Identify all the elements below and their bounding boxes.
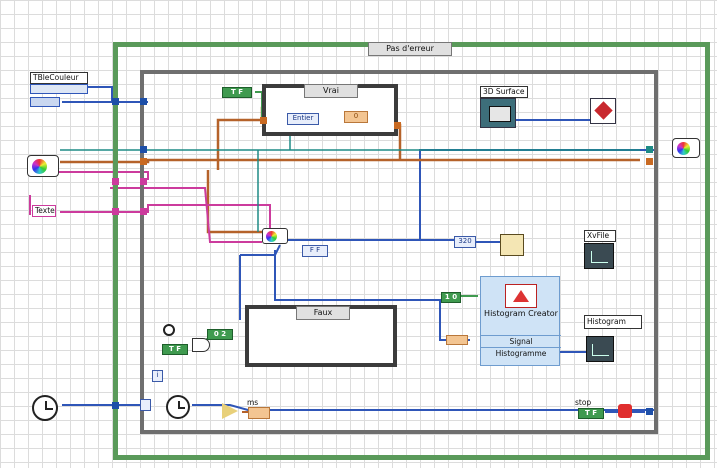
tunnel-pink-1 [140,178,147,185]
tunnel-clock [112,402,119,409]
tunnel-case-out [394,122,401,129]
case-selector-false[interactable]: Faux [296,306,350,320]
stop-label: stop [575,398,592,407]
color-node-mid[interactable] [262,228,288,244]
histogram-creator-icon [505,284,537,308]
histogramme-terminal[interactable]: Histogramme [481,347,561,359]
histogram-creator-node[interactable]: Histogram Creator Signal Histogramme [480,276,561,366]
case-selector-true[interactable]: Vrai [304,84,358,98]
signal-in-node [446,335,468,345]
histogram-creator-title: Histogram Creator [484,309,558,318]
graph-icon[interactable] [584,243,614,269]
wire-blue-tree [88,86,148,103]
constant-320[interactable]: 320 [454,236,476,248]
tunnel-pink-3 [112,178,119,185]
tunnel-pink-4 [112,208,119,215]
constant-mid[interactable]: F F [302,245,328,257]
tunnel-shift [140,146,147,153]
clock-icon[interactable] [32,395,58,421]
constant-stop[interactable]: T F [578,408,604,419]
tunnel-out-teal [646,146,653,153]
tunnel-tree-2 [140,98,147,105]
tunnel-orange [140,158,147,165]
tunnel-stop [646,408,653,415]
integer-node: Entier [287,113,319,125]
wire-orange-down [206,170,262,234]
color-wheel-icon[interactable] [27,155,59,177]
multiply-icon[interactable] [222,403,238,419]
integer-out-node: 0 [344,111,368,123]
wire-orange-main [60,158,640,164]
index-terminal: i [152,370,163,382]
compare-icon[interactable] [192,338,210,352]
case-selector-outer[interactable]: Pas d'erreur [368,42,452,56]
tick-count-node [248,407,270,419]
constant-bottom[interactable]: T F [162,344,188,355]
tunnel-pink-2 [140,208,147,215]
text-control[interactable]: Texte [32,205,56,217]
tunnel-tree [112,98,119,105]
constant-histogram[interactable]: 1 0 [441,292,461,303]
constant-top[interactable]: T F [222,87,252,98]
constant-right-compare[interactable]: 0 2 [207,329,233,340]
wait-clock-icon[interactable] [166,395,190,419]
wire-pink-top [55,171,149,180]
stop-icon[interactable] [618,404,632,418]
tree-control-slider[interactable] [30,97,60,107]
loop-iteration-terminal [140,399,151,411]
while-loop-frame[interactable] [140,70,658,434]
intensity-label: XvFile [584,230,616,242]
wire-pink-mid [110,187,262,243]
histogram-graph-icon[interactable] [586,336,614,362]
tick-label: ms [247,398,259,407]
color-wheel-output-icon[interactable] [672,138,700,158]
increment-icon[interactable] [163,324,175,336]
tree-control-label: TBleCouleur [30,72,88,84]
tunnel-out-orange [646,158,653,165]
tunnel-case-in [260,117,267,124]
tree-control[interactable] [30,84,88,94]
histogram-label: Histogram [584,315,642,329]
surface-label: 3D Surface [480,86,528,98]
signal-terminal[interactable]: Signal [481,335,561,347]
build-node[interactable] [500,234,524,256]
cube-3d-icon[interactable] [590,98,616,124]
surface-node[interactable] [480,98,516,128]
